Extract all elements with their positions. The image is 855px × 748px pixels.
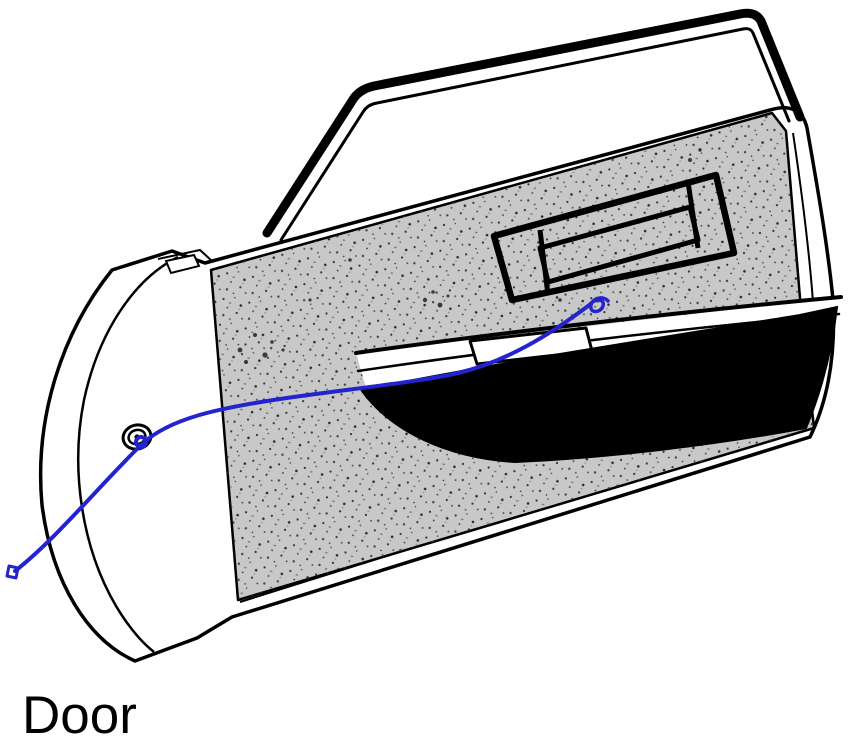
annotation-lock-knot bbox=[134, 435, 148, 449]
door-label: Door bbox=[22, 686, 137, 745]
door-right-edge-line bbox=[792, 132, 814, 303]
corner-notch bbox=[157, 248, 213, 262]
annotation-start-loop bbox=[5, 564, 20, 580]
door-edge-contour bbox=[77, 255, 179, 653]
window-frame bbox=[262, 8, 805, 242]
annotation-line bbox=[5, 296, 610, 580]
pull-handle bbox=[490, 171, 738, 304]
annotation-end-scribble bbox=[586, 296, 610, 314]
armrest-shadow bbox=[360, 305, 839, 464]
